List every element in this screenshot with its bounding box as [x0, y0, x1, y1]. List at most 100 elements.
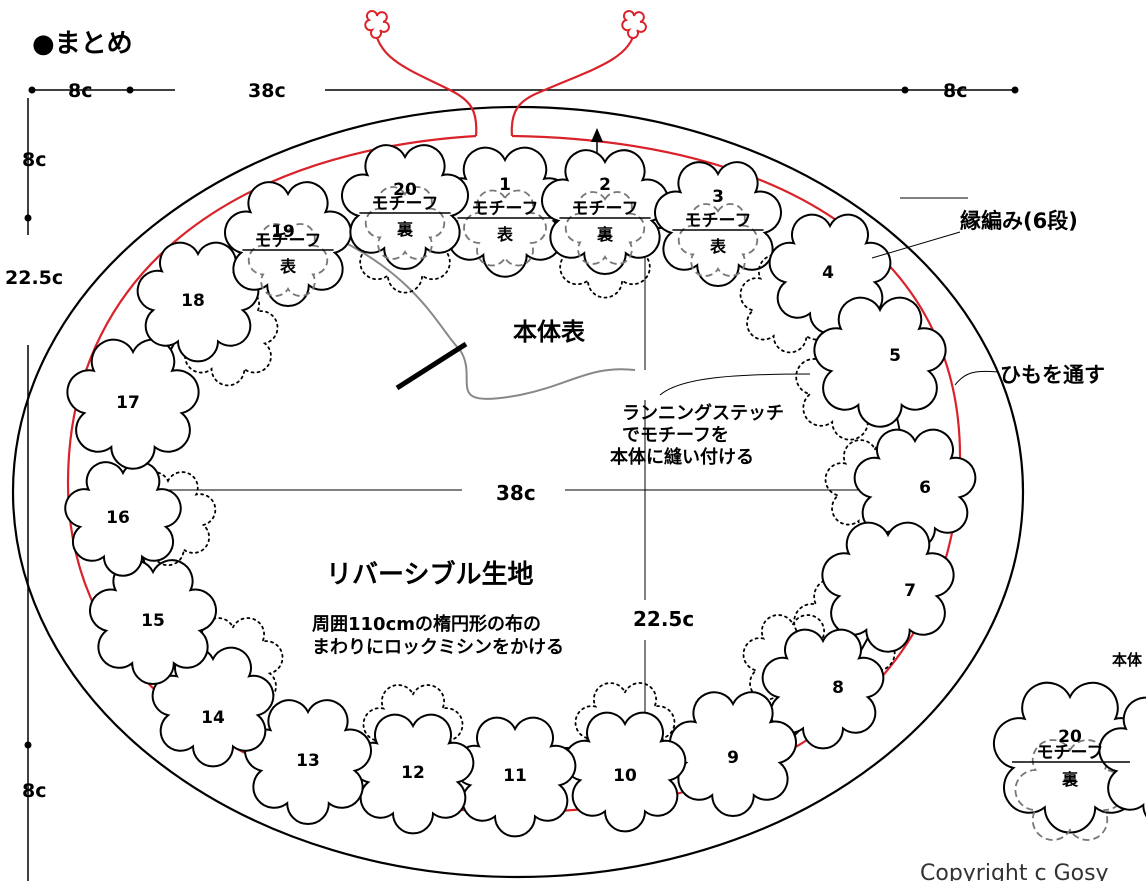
motif-5: 5 [795, 296, 947, 441]
motif-9: 9 [669, 691, 797, 817]
side-motif-neighbor [1098, 696, 1146, 818]
motif-inner-outline [247, 223, 329, 297]
motif-back-outline [362, 684, 464, 784]
motif-outline [669, 691, 797, 817]
motif-outline [654, 161, 782, 287]
side-motif-side: 裏 [1061, 770, 1079, 789]
fabric-label: リバーシブル生地 [326, 559, 533, 590]
motif-word: モチーフ [372, 194, 439, 214]
motif-inner-outline [564, 191, 646, 265]
dim-left-mid: 22.5c [5, 267, 63, 289]
motif-inner-outline [677, 203, 759, 277]
motif-inner-outline [463, 189, 547, 267]
motif-number: 9 [727, 748, 739, 768]
motif-number: 10 [613, 766, 637, 786]
motif-number: 6 [919, 478, 931, 498]
stitch-label-2: でモチーフを [622, 425, 729, 446]
motif-18: 18 [136, 241, 279, 387]
motif-15: 15 [89, 559, 217, 685]
motif-outline [64, 461, 182, 577]
motif-outline [821, 521, 955, 653]
cord-end-flower-icon [364, 10, 647, 39]
motif-number: 8 [832, 678, 844, 698]
motif-17: 17 [66, 338, 200, 470]
inner-height-label: 22.5c [633, 607, 694, 631]
motif-number: 19 [271, 222, 295, 242]
inner-width-label: 38c [496, 481, 536, 505]
motif-number: 2 [599, 175, 611, 195]
motif-13: 13 [244, 699, 372, 825]
motif-number: 20 [393, 180, 417, 200]
motif-10: 10 [563, 682, 687, 833]
motif-number: 4 [822, 263, 834, 283]
motif-side: 表 [709, 237, 727, 256]
motif-ring: 1モチーフ表2モチーフ裏3モチーフ表4567891011121314151617… [64, 144, 977, 838]
motif-number: 7 [904, 581, 916, 601]
needle-icon [395, 341, 468, 391]
motif-number: 12 [401, 763, 425, 783]
motif-number: 5 [889, 346, 901, 366]
motif-outline [89, 559, 217, 685]
dim-top-right: 8c [943, 80, 967, 102]
motif-back-outline [742, 614, 844, 714]
motif-outline [341, 144, 469, 270]
motif-back-outline [824, 439, 926, 539]
motif-word: モチーフ [255, 231, 322, 251]
edge-leader-2 [871, 231, 961, 259]
side-motif-inner [1014, 739, 1126, 841]
motif-outline [541, 149, 669, 275]
motif-number: 17 [116, 393, 140, 413]
motif-11: 11 [453, 716, 577, 838]
motif-back-outline [739, 254, 841, 354]
motif-outline [563, 711, 687, 833]
motif-number: 1 [499, 175, 511, 195]
motif-side: 裏 [396, 220, 414, 239]
cord-leader [954, 370, 999, 386]
motif-word: モチーフ [685, 211, 752, 231]
motif-inner-outline [364, 186, 446, 260]
dim-top-left: 8c [68, 80, 92, 102]
motif-number: 11 [503, 766, 527, 786]
page-title: ●まとめ [32, 29, 133, 59]
stitch-label-3: 本体に縫い付ける [610, 446, 754, 468]
motif-outline [224, 181, 352, 307]
motif-16: 16 [64, 461, 217, 577]
motif-back-outline [574, 682, 676, 782]
cord-label: ひもを通す [1000, 363, 1105, 387]
motif-side: 表 [279, 257, 297, 276]
stitch-label-1: ランニングステッチ [622, 402, 784, 424]
fabric-note-2: まわりにロックミシンをかける [312, 637, 564, 658]
motif-number: 18 [181, 291, 205, 311]
motif-word: モチーフ [572, 199, 639, 219]
motif-number: 3 [712, 187, 724, 207]
dim-top-center: 38c [248, 80, 286, 102]
motif-7: 7 [793, 521, 955, 686]
stitch-leader [659, 373, 811, 396]
dim-left-top: 8c [22, 149, 46, 171]
motif-number: 15 [141, 611, 165, 631]
side-body-label: 本体 [1112, 651, 1143, 669]
motif-side: 裏 [596, 225, 614, 244]
dim-left-bottom: 8c [22, 780, 46, 802]
left-dimension [24, 98, 32, 881]
sewing-thread [339, 239, 636, 400]
motif-word: モチーフ [472, 199, 539, 219]
motif-number: 14 [201, 708, 225, 728]
top-dimension [28, 86, 1019, 94]
copyright: Copyright c Gosy [920, 861, 1109, 881]
motif-8: 8 [742, 614, 885, 750]
body-front-label: 本体表 [513, 318, 586, 346]
side-motif-word: モチーフ [1037, 743, 1104, 763]
motif-outline [761, 628, 885, 750]
motif-outline [813, 296, 947, 428]
motif-outline [453, 716, 577, 838]
motif-side: 表 [496, 225, 514, 244]
motif-number: 13 [296, 751, 320, 771]
side-motif-num: 20 [1058, 727, 1082, 747]
